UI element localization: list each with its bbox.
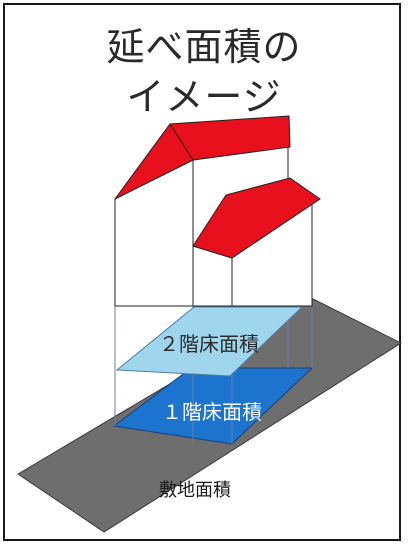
extension-roof: [192, 177, 321, 259]
title-line-1: 延べ面積の: [106, 25, 302, 69]
house-main-front: [114, 159, 194, 307]
main-roof: [114, 115, 291, 200]
main-roof-ridge: [169, 123, 194, 161]
floor2-label: ２階床面積: [159, 332, 259, 356]
site-label: 敷地面積: [159, 480, 231, 501]
floor1-label: １階床面積: [162, 400, 262, 424]
title-line-2: イメージ: [126, 75, 282, 119]
floor2-area: [115, 306, 304, 377]
